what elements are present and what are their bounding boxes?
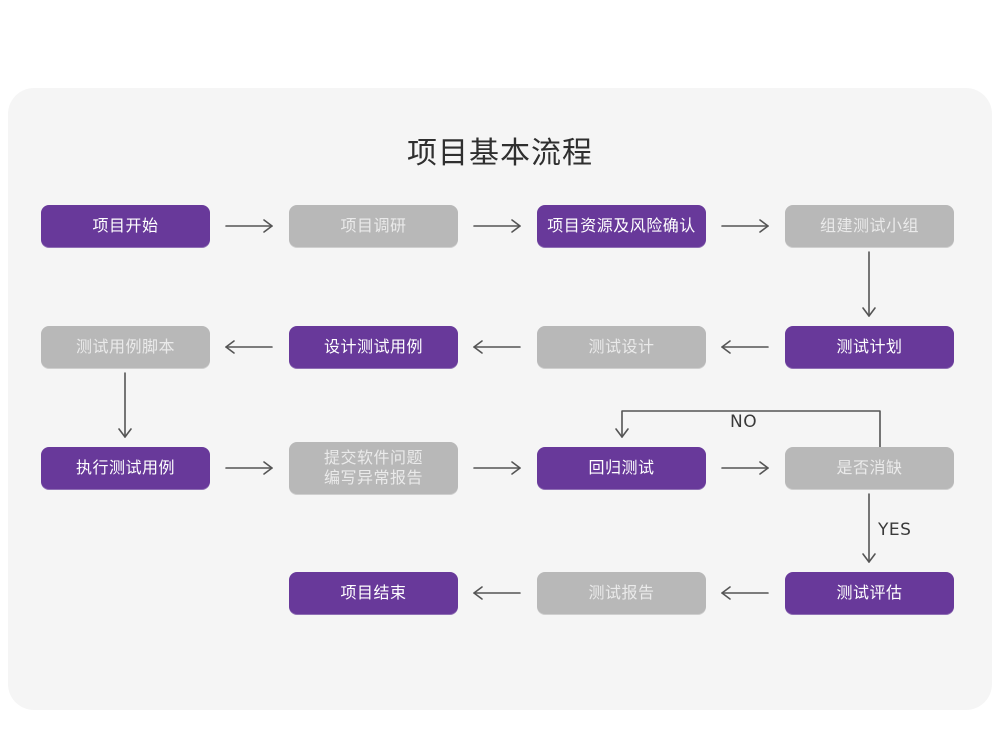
node-label: 回归测试 xyxy=(588,458,655,477)
node-label: 设计测试用例 xyxy=(323,337,423,356)
node-test-design[interactable]: 测试设计 xyxy=(537,326,706,368)
node-label: 测试用例脚本 xyxy=(75,337,175,356)
node-label: 测试评估 xyxy=(836,583,903,602)
node-test-case-script[interactable]: 测试用例脚本 xyxy=(41,326,210,368)
node-submit-defect-write-report[interactable]: 提交软件问题 编写异常报告 xyxy=(289,442,458,494)
flowchart-card xyxy=(8,88,992,710)
node-label: 测试计划 xyxy=(836,337,903,356)
node-project-survey[interactable]: 项目调研 xyxy=(289,205,458,247)
node-regression-test[interactable]: 回归测试 xyxy=(537,447,706,489)
node-label: 项目开始 xyxy=(92,216,159,235)
node-label: 项目调研 xyxy=(340,216,407,235)
node-project-start[interactable]: 项目开始 xyxy=(41,205,210,247)
node-design-test-cases[interactable]: 设计测试用例 xyxy=(289,326,458,368)
node-label: 项目结束 xyxy=(340,583,407,602)
branch-label-yes: YES xyxy=(878,520,912,540)
node-label: 组建测试小组 xyxy=(819,216,919,235)
node-project-end[interactable]: 项目结束 xyxy=(289,572,458,614)
node-label: 测试报告 xyxy=(588,583,655,602)
node-label: 执行测试用例 xyxy=(75,458,175,477)
node-form-test-team[interactable]: 组建测试小组 xyxy=(785,205,954,247)
node-execute-test-cases[interactable]: 执行测试用例 xyxy=(41,447,210,489)
branch-label-no: NO xyxy=(730,412,758,432)
page-title: 项目基本流程 xyxy=(407,136,593,171)
node-label: 项目资源及风险确认 xyxy=(547,216,696,235)
node-test-report[interactable]: 测试报告 xyxy=(537,572,706,614)
node-label: 提交软件问题 编写异常报告 xyxy=(323,448,423,487)
node-defect-cleared-decision[interactable]: 是否消缺 xyxy=(785,447,954,489)
node-test-evaluation[interactable]: 测试评估 xyxy=(785,572,954,614)
node-test-plan[interactable]: 测试计划 xyxy=(785,326,954,368)
node-label: 是否消缺 xyxy=(836,458,903,477)
node-label: 测试设计 xyxy=(588,337,655,356)
node-resource-risk-confirm[interactable]: 项目资源及风险确认 xyxy=(537,205,706,247)
